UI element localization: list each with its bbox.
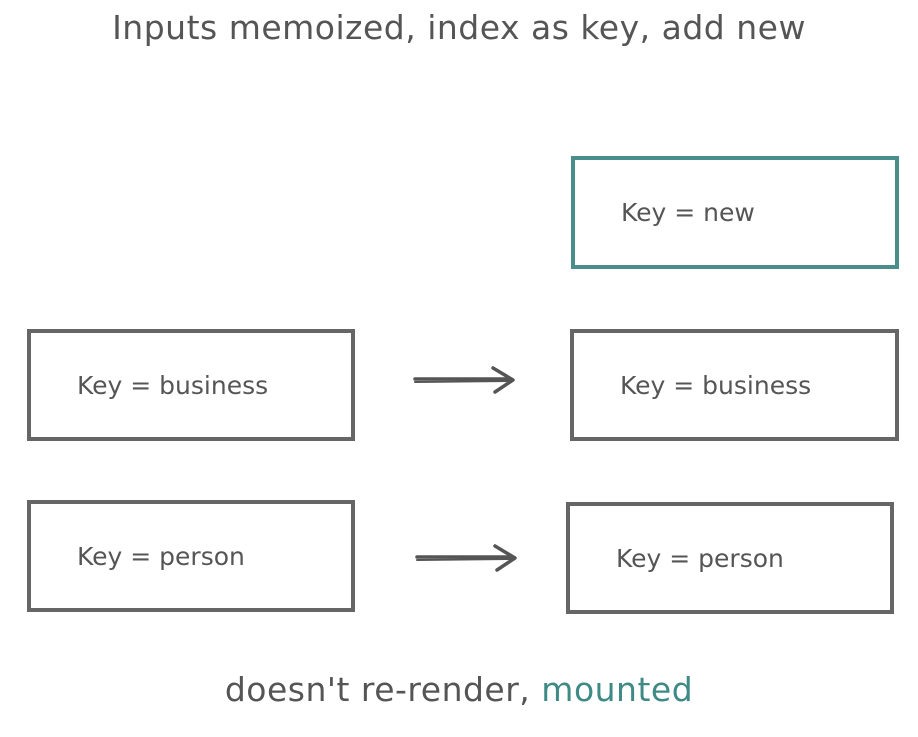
- after-box-business-label: Key = business: [620, 370, 812, 400]
- arrow-right-icon: [413, 366, 515, 394]
- before-box-person-label: Key = person: [77, 541, 245, 571]
- after-box-person: Key = person: [566, 502, 894, 614]
- after-box-person-label: Key = person: [616, 543, 784, 573]
- diagram-title: Inputs memoized, index as key, add new: [112, 8, 806, 47]
- caption-text: doesn't re-render,: [224, 670, 542, 709]
- arrow-right-icon: [415, 544, 517, 572]
- after-box-business: Key = business: [570, 329, 899, 441]
- after-box-new-label: Key = new: [621, 198, 755, 227]
- after-box-new: Key = new: [571, 156, 899, 269]
- before-box-person: Key = person: [27, 500, 355, 612]
- diagram-caption: doesn't re-render, mounted: [0, 670, 918, 709]
- before-box-business-label: Key = business: [77, 370, 269, 400]
- before-box-business: Key = business: [27, 329, 355, 441]
- caption-accent: mounted: [541, 670, 694, 709]
